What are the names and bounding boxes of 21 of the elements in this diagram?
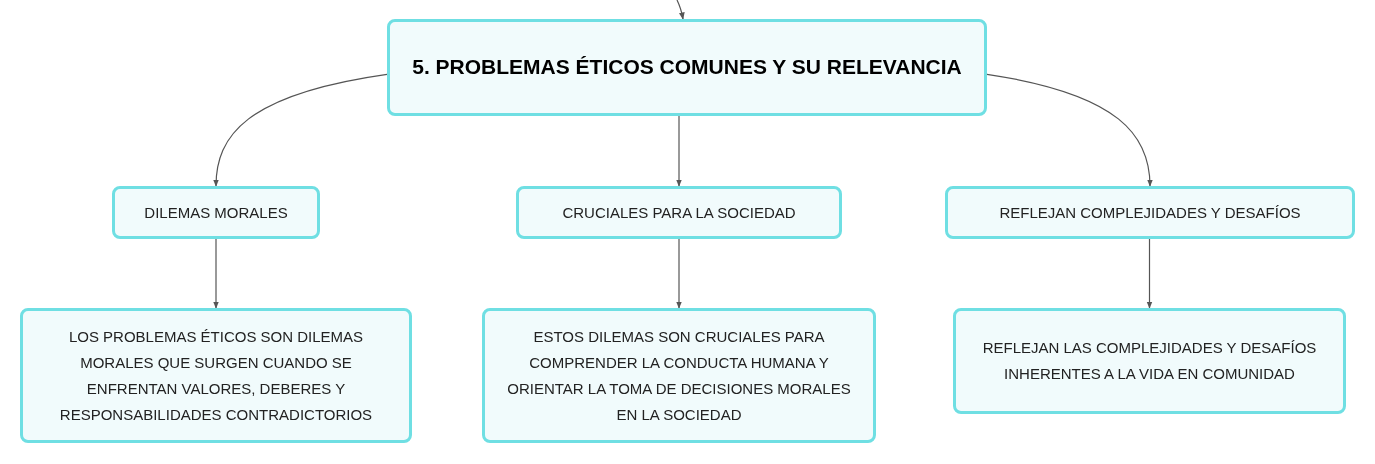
connector-arrow (676, 115, 682, 187)
detail-box (20, 308, 412, 443)
node-text: REFLEJAN COMPLEJIDADES Y DESAFÍOS (999, 202, 1301, 223)
topic-box (387, 19, 987, 116)
connector-arrow (213, 73, 388, 187)
subtopic-box (945, 186, 1355, 239)
subtopic-box (516, 186, 842, 239)
subtopic-box (112, 186, 320, 239)
connector-arrow (213, 238, 219, 309)
connector-arrow (986, 73, 1153, 187)
node-text: DILEMAS MORALES (144, 202, 288, 223)
connector-arrow (676, 0, 685, 20)
node-text: ESTOS DILEMAS SON CRUCIALES PARA COMPRENDER LA CONDUCTA HUMANA Y ORIENTAR LA TOMA DE DECISIONES MORALES EN LA SOCIEDAD (506, 326, 852, 425)
connector-arrow (1146, 238, 1153, 309)
node-text: REFLEJAN LAS COMPLEJIDADES Y DESAFÍOS INHERENTES A LA VIDA EN COMUNIDAD (981, 338, 1318, 384)
node-text: CRUCIALES PARA LA SOCIEDAD (562, 202, 796, 223)
connector-arrow (676, 238, 682, 309)
topic-title: 5. PROBLEMAS ÉTICOS COMUNES Y SU RELEVANCIA (412, 54, 962, 81)
node-text: LOS PROBLEMAS ÉTICOS SON DILEMAS MORALES QUE SURGEN CUANDO SE ENFRENTAN VALORES, DEBERES Y RESPONSABILIDADES CONTRADICTORIOS (58, 326, 374, 425)
detail-box (953, 308, 1346, 414)
detail-box (482, 308, 876, 443)
